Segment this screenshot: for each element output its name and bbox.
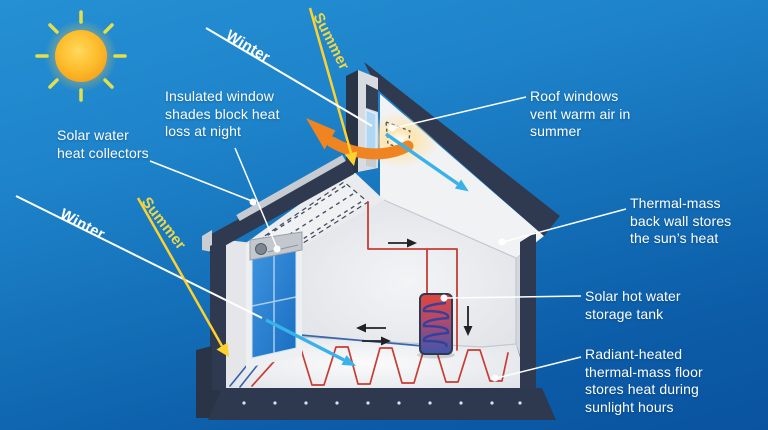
- front-wall: [210, 238, 226, 390]
- callout-line: loss at night: [165, 123, 242, 139]
- foundation-dots: [242, 401, 522, 405]
- leader-roof-windows: [388, 96, 527, 132]
- callout-solar-hot-water-tank: Solar hot water storage tank: [585, 288, 681, 323]
- leader-radiant-floor: [491, 356, 582, 382]
- callout-line: Insulated window: [165, 88, 274, 104]
- tank-heat-coil: [422, 301, 450, 348]
- callout-radiant-floor: Radiant-heated thermal-mass floor stores…: [585, 346, 703, 416]
- main-roof: [364, 62, 560, 236]
- red-supply-pipe: [367, 201, 458, 351]
- leader-insulated-shades: [234, 147, 281, 253]
- south-window: [246, 231, 303, 368]
- radiant-floor-coil: [251, 345, 509, 387]
- callout-line: summer: [530, 123, 582, 139]
- solar-hot-water-tank: [417, 293, 455, 359]
- thermal-mass-floor-surface: [230, 337, 530, 390]
- window-mullions: [251, 248, 297, 353]
- callout-insulated-window-shades: Insulated window shades block heat loss …: [165, 88, 280, 141]
- summer-label-top: Summer: [309, 10, 352, 73]
- right-wall-trim: [520, 232, 536, 390]
- leader-solar-collectors: [149, 160, 257, 206]
- callout-line: storage tank: [585, 305, 664, 322]
- callout-line: thermal-mass floor: [585, 363, 703, 380]
- air-flow-arrows: [356, 238, 473, 346]
- callout-leaders: [149, 96, 627, 382]
- winter-light-interior-arrow-top: [385, 132, 469, 192]
- callout-line: Solar water: [57, 127, 129, 143]
- thermal-mass-back-wall-surface: [300, 200, 516, 348]
- solar-collector-band: [236, 154, 346, 222]
- callout-line: shades block heat: [165, 105, 280, 122]
- leader-storage-tank: [440, 294, 582, 302]
- sun-icon: [35, 10, 127, 102]
- callout-line: back wall stores: [630, 212, 732, 229]
- house-cutaway: [196, 62, 560, 420]
- callout-line: stores heat during: [585, 381, 699, 397]
- callout-line: sunlight hours: [585, 398, 674, 415]
- callout-thermal-mass-back-wall: Thermal-mass back wall stores the sun’s …: [630, 195, 731, 248]
- sun-rays: [35, 10, 127, 102]
- winter-label-bottom: Winter: [57, 206, 108, 244]
- winter-label-top: Winter: [223, 27, 273, 66]
- callout-line: the sun’s heat: [630, 230, 719, 246]
- callout-line: vent warm air in: [530, 105, 631, 122]
- lower-roof: [204, 158, 354, 254]
- foundation: [208, 388, 556, 420]
- callout-roof-windows: Roof windows vent warm air in summer: [530, 88, 630, 141]
- callout-line: Roof windows: [530, 88, 619, 104]
- callout-line: heat collectors: [57, 144, 149, 161]
- leader-thermal-mass-wall: [498, 208, 627, 246]
- eave-fascia: [202, 230, 212, 252]
- callout-solar-water-heat-collectors: Solar water heat collectors: [57, 127, 149, 162]
- winter-light-interior-arrow-bottom: [265, 318, 356, 366]
- warm-air-vent-arrow: [306, 118, 414, 160]
- callout-line: Radiant-heated: [585, 346, 683, 362]
- callout-line: Solar hot water: [585, 288, 681, 304]
- callout-line: Thermal-mass: [630, 195, 721, 211]
